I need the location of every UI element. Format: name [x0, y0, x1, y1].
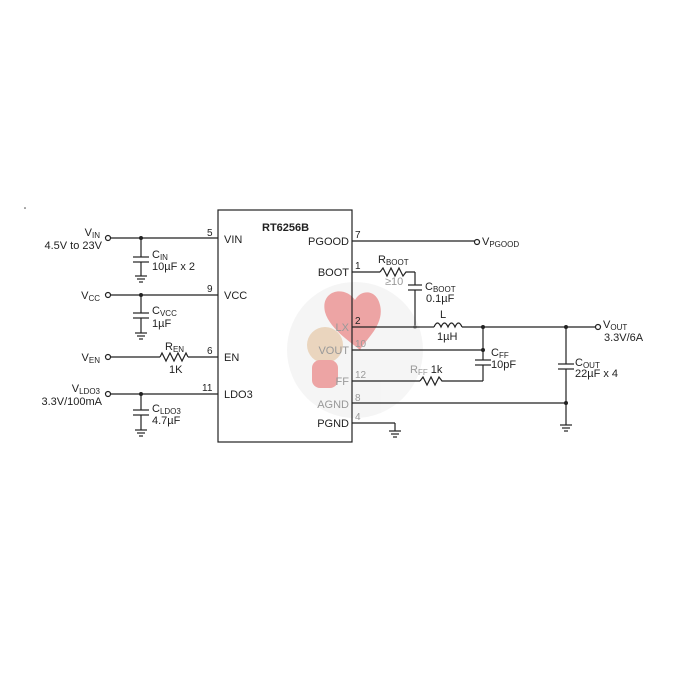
vout-label: VOUT — [603, 319, 627, 332]
ven-label: VEN — [82, 352, 101, 365]
stray-dot — [24, 207, 26, 209]
rboot-value: ≥10 — [385, 276, 403, 288]
vout-rating: 3.3V/6A — [604, 332, 644, 344]
svg-text:1: 1 — [355, 261, 361, 272]
svg-text:2: 2 — [355, 316, 361, 327]
ic-body — [217, 209, 353, 443]
svg-text:9: 9 — [207, 284, 213, 295]
cff-value: 10pF — [491, 359, 516, 371]
lx-vout-net — [352, 322, 602, 331]
svg-text:6: 6 — [207, 346, 213, 357]
vcc-net — [104, 291, 218, 340]
vcc-label: VCC — [81, 290, 100, 303]
vin-net — [104, 234, 218, 283]
svg-text:11: 11 — [202, 383, 213, 394]
pin-vin: VIN 5 — [207, 228, 242, 246]
cff-label: CFF — [491, 347, 509, 360]
ren-label: REN — [165, 341, 184, 354]
ldo3-net — [104, 390, 218, 437]
cvcc-label: CVCC — [152, 305, 177, 318]
pin-pgood: PGOOD 7 — [308, 230, 361, 248]
vin-range: 4.5V to 23V — [45, 240, 103, 252]
ic-name: RT6256B — [262, 222, 309, 234]
output-cap-net — [352, 327, 574, 432]
svg-text:PGND: PGND — [317, 418, 349, 430]
svg-text:12: 12 — [355, 370, 367, 381]
vpgood-label: VPGOOD — [482, 236, 519, 249]
boot-net — [352, 266, 422, 329]
pgnd-net — [352, 422, 401, 438]
pin-vcc: VCC 9 — [207, 284, 247, 302]
pin-boot: BOOT 1 — [318, 261, 361, 279]
svg-text:5: 5 — [207, 228, 213, 239]
pin-ldo3: LDO3 11 — [202, 383, 253, 401]
svg-text:VOUT: VOUT — [318, 345, 349, 357]
pin-ff: FF 12 — [336, 370, 367, 388]
svg-text:PGOOD: PGOOD — [308, 236, 349, 248]
pin-vout: VOUT 10 — [318, 339, 366, 357]
cldo3-label: CLDO3 — [152, 403, 181, 416]
en-net — [104, 351, 218, 363]
svg-text:EN: EN — [224, 352, 239, 364]
cvcc-value: 1µF — [152, 318, 171, 330]
svg-text:VCC: VCC — [224, 290, 247, 302]
rboot-label: RBOOT — [378, 254, 409, 267]
pin-lx: LX 2 — [336, 316, 361, 334]
svg-text:VIN: VIN — [224, 234, 242, 246]
vin-label: VIN — [85, 227, 101, 240]
svg-text:FF: FF — [336, 376, 350, 388]
svg-text:10: 10 — [355, 339, 367, 350]
cin-label: CIN — [152, 249, 168, 262]
vldo3-rating: 3.3V/100mA — [41, 396, 102, 408]
fb-net — [352, 327, 491, 387]
svg-text:AGND: AGND — [317, 399, 349, 411]
svg-text:7: 7 — [355, 230, 361, 241]
cldo3-value: 4.7µF — [152, 415, 181, 427]
ren-value: 1K — [169, 364, 183, 376]
cout-label: COUT — [575, 357, 600, 370]
pin-pgnd: PGND 4 — [317, 412, 361, 430]
svg-text:LX: LX — [336, 322, 350, 334]
cboot-value: 0.1µF — [426, 293, 455, 305]
pin-agnd: AGND 8 — [317, 393, 361, 411]
cout-value: 22µF x 4 — [575, 368, 618, 380]
inductor-label: L — [440, 309, 446, 321]
svg-text:8: 8 — [355, 393, 361, 404]
cboot-label: CBOOT — [425, 281, 456, 294]
pin-en: EN 6 — [207, 346, 239, 364]
svg-text:LDO3: LDO3 — [224, 389, 253, 401]
svg-text:4: 4 — [355, 412, 361, 423]
pgood-net — [352, 238, 481, 246]
vldo3-label: VLDO3 — [72, 383, 101, 396]
svg-text:BOOT: BOOT — [318, 267, 349, 279]
inductor-value: 1µH — [437, 331, 457, 343]
cin-value: 10µF x 2 — [152, 261, 195, 273]
